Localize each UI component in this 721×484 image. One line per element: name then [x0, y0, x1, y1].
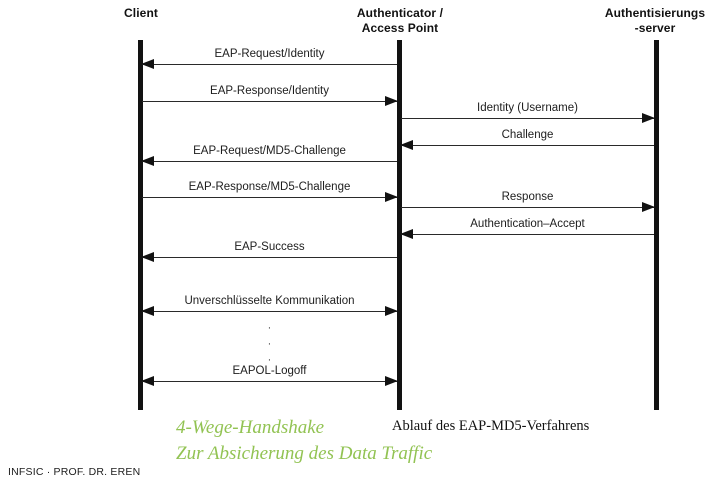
arrowhead-left-icon: [141, 156, 154, 166]
message-label: Identity (Username): [477, 102, 578, 114]
message-line: [142, 197, 397, 198]
message-line: [401, 234, 654, 235]
arrowhead-right-icon: [642, 113, 655, 123]
arrowhead-left-icon: [141, 306, 154, 316]
ellipsis-dot: ·: [267, 354, 272, 366]
message-label: Challenge: [501, 129, 554, 141]
slide-footer: INFSIC · PROF. DR. EREN: [8, 466, 141, 478]
message-label: Authentication–Accept: [470, 218, 585, 230]
continuation-ellipsis: · · ·: [142, 320, 397, 368]
ellipsis-dot: ·: [267, 338, 272, 350]
arrowhead-right-icon: [385, 376, 398, 386]
lifeline-auth-server: [654, 40, 659, 410]
arrowhead-right-icon: [642, 202, 655, 212]
message-label: EAP-Response/MD5-Challenge: [188, 181, 351, 193]
actor-header-authenticator: Authenticator / Access Point: [356, 6, 444, 35]
diagram-caption: Ablauf des EAP-MD5-Verfahrens: [392, 418, 590, 434]
arrowhead-right-icon: [385, 306, 398, 316]
actor-header-client: Client: [124, 6, 158, 20]
message-label: EAPOL-Logoff: [232, 365, 307, 377]
message-line: [401, 145, 654, 146]
message-line: [142, 311, 397, 312]
arrowhead-left-icon: [141, 252, 154, 262]
message-label: Response: [501, 191, 554, 203]
lifeline-authenticator: [397, 40, 402, 410]
message-label: EAP-Request/Identity: [214, 48, 325, 60]
message-label: Unverschlüsselte Kommunikation: [184, 295, 355, 307]
highlight-caption-line2: Zur Absicherung des Data Traffic: [176, 443, 433, 464]
message-line: [401, 118, 654, 119]
message-line: [142, 161, 397, 162]
lifeline-client: [138, 40, 143, 410]
arrowhead-right-icon: [385, 192, 398, 202]
message-line: [142, 257, 397, 258]
arrowhead-left-icon: [141, 376, 154, 386]
message-line: [401, 207, 654, 208]
message-line: [142, 381, 397, 382]
arrowhead-right-icon: [385, 96, 398, 106]
highlight-caption-line1: 4-Wege-Handshake: [176, 417, 325, 438]
actor-header-auth-server: Authentisierungs -server: [604, 6, 706, 35]
message-label: EAP-Success: [234, 241, 305, 253]
arrowhead-left-icon: [400, 229, 413, 239]
message-line: [142, 101, 397, 102]
arrowhead-left-icon: [400, 140, 413, 150]
message-label: EAP-Request/MD5-Challenge: [193, 145, 346, 157]
ellipsis-dot: ·: [267, 322, 272, 334]
message-label: EAP-Response/Identity: [210, 85, 329, 97]
arrowhead-left-icon: [141, 59, 154, 69]
message-line: [142, 64, 397, 65]
